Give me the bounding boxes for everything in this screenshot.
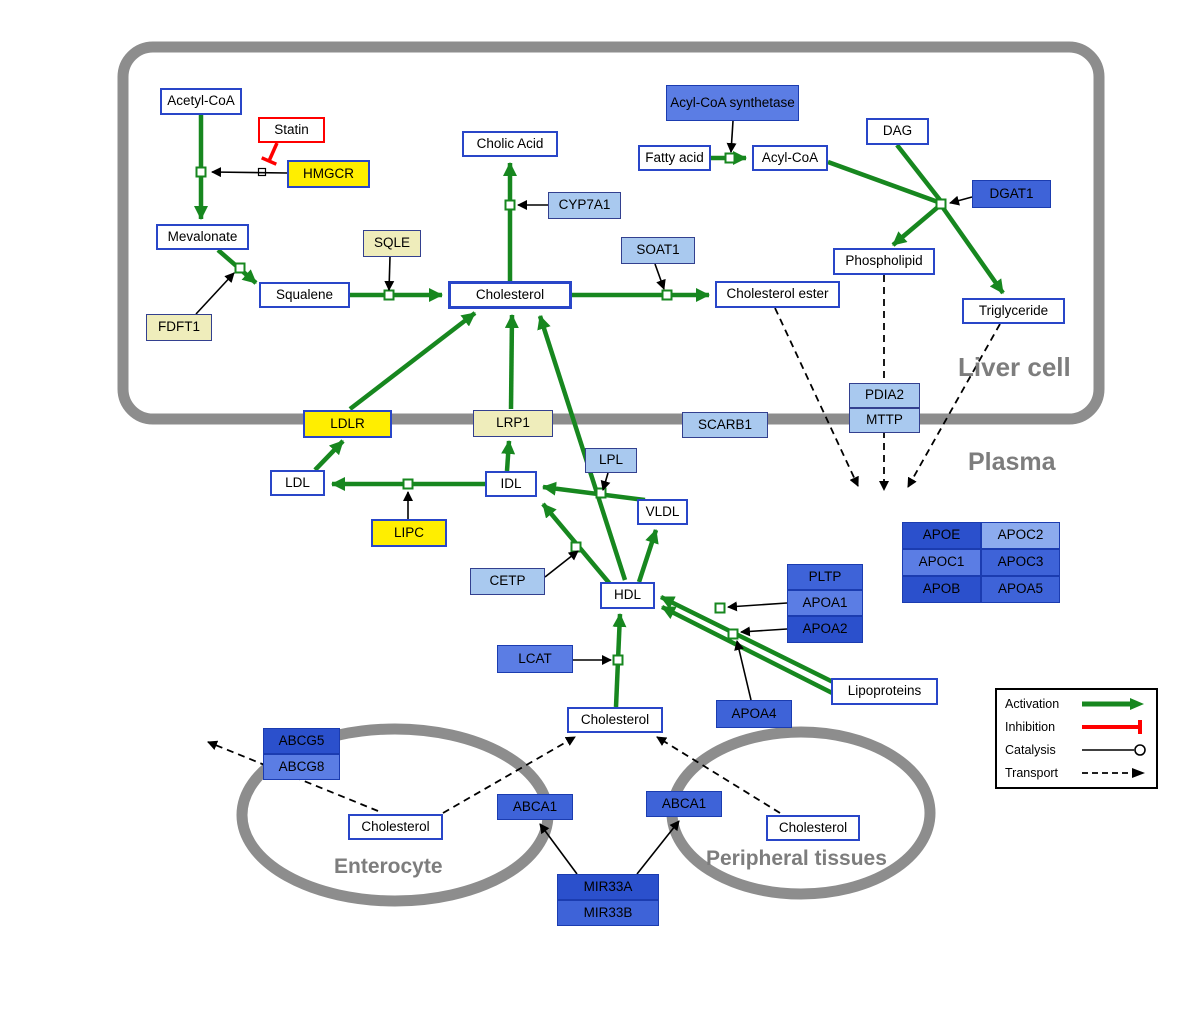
node-mir33a[interactable]: MIR33A: [557, 874, 659, 900]
node-cholesterol-peripheral[interactable]: Cholesterol: [766, 815, 860, 841]
node-abcg5[interactable]: ABCG5: [263, 728, 340, 754]
node-acetyl-coa[interactable]: Acetyl-CoA: [160, 88, 242, 115]
node-idl[interactable]: IDL: [485, 471, 537, 497]
node-dgat1[interactable]: DGAT1: [972, 180, 1051, 208]
legend: Activation Inhibition Catalysis Transpor…: [995, 688, 1158, 789]
node-phospholipid[interactable]: Phospholipid: [833, 248, 935, 275]
node-apoa5[interactable]: APOA5: [981, 576, 1060, 603]
node-lipoproteins[interactable]: Lipoproteins: [831, 678, 938, 705]
label-enterocyte: Enterocyte: [334, 855, 443, 878]
legend-row-activation: Activation: [1005, 696, 1148, 712]
node-mevalonate[interactable]: Mevalonate: [156, 224, 249, 250]
node-squalene[interactable]: Squalene: [259, 282, 350, 308]
node-cetp[interactable]: CETP: [470, 568, 545, 595]
node-acyl-coa[interactable]: Acyl-CoA: [752, 145, 828, 171]
node-apoa2[interactable]: APOA2: [787, 616, 863, 643]
node-scarb1[interactable]: SCARB1: [682, 412, 768, 438]
node-apoe[interactable]: APOE: [902, 522, 981, 549]
node-abcg8[interactable]: ABCG8: [263, 754, 340, 780]
node-apoc3[interactable]: APOC3: [981, 549, 1060, 576]
node-apoa1[interactable]: APOA1: [787, 590, 863, 616]
node-soat1[interactable]: SOAT1: [621, 237, 695, 264]
node-lrp1[interactable]: LRP1: [473, 410, 553, 437]
node-cholesterol-ester[interactable]: Cholesterol ester: [715, 281, 840, 308]
node-triglyceride[interactable]: Triglyceride: [962, 298, 1065, 324]
catalysis-circle-icon: [1082, 744, 1146, 756]
node-vldl[interactable]: VLDL: [637, 499, 688, 525]
node-cholesterol-liver[interactable]: Cholesterol: [448, 281, 572, 309]
node-pdia2[interactable]: PDIA2: [849, 383, 920, 408]
node-cholesterol-enterocyte[interactable]: Cholesterol: [348, 814, 443, 840]
node-hmgcr[interactable]: HMGCR: [287, 160, 370, 188]
transport-edges: [207, 275, 1001, 814]
node-lcat[interactable]: LCAT: [497, 645, 573, 673]
activation-edges: [194, 114, 1005, 708]
node-pltp[interactable]: PLTP: [787, 564, 863, 590]
reaction-anchors: [195, 152, 947, 666]
node-hdl[interactable]: HDL: [600, 582, 655, 609]
label-liver-cell: Liver cell: [958, 352, 1071, 382]
node-sqle[interactable]: SQLE: [363, 230, 421, 257]
liver-cell-outline: [117, 41, 1105, 425]
legend-activation-label: Activation: [1005, 697, 1060, 711]
node-fatty-acid[interactable]: Fatty acid: [638, 145, 711, 171]
legend-row-inhibition: Inhibition: [1005, 719, 1148, 735]
node-cholic-acid[interactable]: Cholic Acid: [462, 131, 558, 157]
label-peripheral-tissues: Peripheral tissues: [706, 847, 887, 870]
legend-inhibition-label: Inhibition: [1005, 720, 1056, 734]
legend-row-transport: Transport: [1005, 765, 1148, 781]
node-dag[interactable]: DAG: [866, 118, 929, 145]
node-statin[interactable]: Statin: [258, 117, 325, 143]
node-ldlr[interactable]: LDLR: [303, 410, 392, 438]
node-mir33b[interactable]: MIR33B: [557, 900, 659, 926]
node-fdft1[interactable]: FDFT1: [146, 314, 212, 341]
catalysis-edges: [195, 120, 973, 875]
node-lipc[interactable]: LIPC: [371, 519, 447, 547]
statin-inhibition-edge: [260, 142, 279, 166]
activation-arrow-icon: [1082, 698, 1144, 710]
node-abca1-left[interactable]: ABCA1: [497, 794, 573, 820]
node-apob[interactable]: APOB: [902, 576, 981, 603]
node-acyl-coa-synthetase[interactable]: Acyl-CoA synthetase: [666, 85, 799, 121]
transport-dashed-arrow-icon: [1082, 768, 1145, 778]
legend-transport-label: Transport: [1005, 766, 1059, 780]
node-apoc2[interactable]: APOC2: [981, 522, 1060, 549]
node-apoa4[interactable]: APOA4: [716, 700, 792, 728]
node-lpl[interactable]: LPL: [585, 448, 637, 473]
node-ldl[interactable]: LDL: [270, 470, 325, 496]
legend-row-catalysis: Catalysis: [1005, 742, 1148, 758]
inhibition-tbar-icon: [1082, 720, 1142, 734]
node-cyp7a1[interactable]: CYP7A1: [548, 192, 621, 219]
node-apoc1[interactable]: APOC1: [902, 549, 981, 576]
label-plasma: Plasma: [968, 448, 1056, 476]
legend-catalysis-label: Catalysis: [1005, 743, 1056, 757]
node-mttp[interactable]: MTTP: [849, 408, 920, 433]
node-abca1-right[interactable]: ABCA1: [646, 791, 722, 817]
node-cholesterol-plasma[interactable]: Cholesterol: [567, 707, 663, 733]
